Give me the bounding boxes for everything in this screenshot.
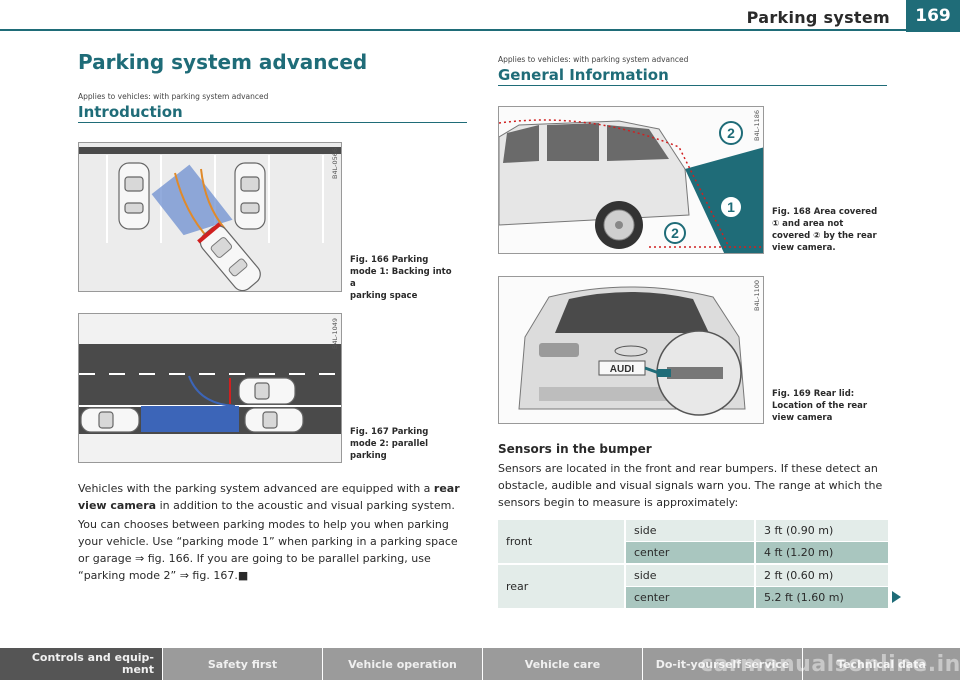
intro-paragraph-2: You can chooses between parking modes to… [78,516,470,584]
figure-168: 2 1 2 [498,106,764,254]
rear-camera-coverage-illustration: 2 1 2 [499,107,763,253]
continue-arrow-icon [892,591,901,603]
rear-lid-camera-illustration: AUDI [499,277,763,423]
intro-paragraph-1: Vehicles with the parking system advance… [78,480,470,514]
header-rule [0,29,906,31]
callout-1: 1 [727,199,735,215]
caption-line: ① and area not [772,219,844,229]
para-line: your vehicle. Use “parking mode 1” when … [78,535,458,548]
figure-169-id: B4L-1100 [753,280,761,311]
table-cell: 4 ft (1.20 m) [754,542,888,563]
para-text: in addition to the acoustic and visual p… [156,499,455,512]
table-cell: center [624,542,754,563]
caption-line: mode 1: Backing into a [350,267,452,289]
applies-note: Applies to vehicles: with parking system… [78,92,269,101]
callout-2: 2 [727,125,735,141]
para-line: obstacle, audible and visual signals war… [498,479,883,492]
license-plate: AUDI [610,364,635,375]
figure-167 [78,313,342,463]
nav-tab-vehicle-care[interactable]: Vehicle care [482,648,642,680]
para-bold: view camera [78,499,157,512]
figure-169-caption: Fig. 169 Rear lid: Location of the rear … [772,388,890,424]
page-number: 169 [906,0,960,32]
figure-166-id: B4L-0566 [331,148,339,179]
para-line: “parking mode 2” ⇒ fig. 167.■ [78,569,249,582]
caption-line: parking [350,451,387,461]
nav-tab-diy-service[interactable]: Do-it-yourself service [642,648,802,680]
sensor-range-table: front side 3 ft (0.90 m) center 4 ft (1.… [498,520,888,608]
caption-line: Fig. 167 Parking [350,427,429,437]
heading-rule [78,122,467,123]
figure-169: AUDI [498,276,764,424]
table-group-cell: front [498,520,624,563]
nav-tab-vehicle-operation[interactable]: Vehicle operation [322,648,482,680]
figure-166-caption: Fig. 166 Parking mode 1: Backing into a … [350,254,460,302]
para-line: sensors begin to measure is approximatel… [498,496,739,509]
para-text: Vehicles with the parking system advance… [78,482,434,495]
parking-mode-2-illustration [79,314,341,462]
page-header-title: Parking system [746,8,890,27]
para-line: or garage ⇒ fig. 166. If you are going t… [78,552,431,565]
table-group-cell: rear [498,565,624,608]
nav-tab-controls[interactable]: Controls and equip- ment [0,648,162,680]
applies-note: Applies to vehicles: with parking system… [498,55,689,64]
sensors-paragraph: Sensors are located in the front and rea… [498,460,898,511]
caption-line: mode 2: parallel [350,439,429,449]
caption-line: covered ② by the rear [772,231,877,241]
nav-tab-safety[interactable]: Safety first [162,648,322,680]
figure-166 [78,142,342,292]
section-title: Parking system advanced [78,50,368,74]
nav-tab-technical-data[interactable]: Technical data [802,648,960,680]
caption-line: Location of the rear [772,401,868,411]
para-line: Sensors are located in the front and rea… [498,462,878,475]
figure-167-id: B4L-1049 [331,318,339,349]
introduction-heading: Introduction [78,103,183,121]
figure-167-caption: Fig. 167 Parking mode 2: parallel parkin… [350,426,460,462]
table-cell: 3 ft (0.90 m) [754,520,888,541]
caption-line: Fig. 169 Rear lid: [772,389,855,399]
caption-line: Fig. 168 Area covered [772,207,878,217]
watermark: carmanualsonline.info [700,652,960,677]
sensors-heading: Sensors in the bumper [498,442,652,456]
callout-2: 2 [671,225,679,241]
para-bold: rear [433,482,460,495]
para-line: You can chooses between parking modes to… [78,518,449,531]
caption-line: Fig. 166 Parking [350,255,429,265]
heading-rule [498,85,887,86]
caption-line: view camera. [772,243,836,253]
parking-mode-1-illustration [79,143,341,291]
table-cell: 2 ft (0.60 m) [754,565,888,586]
caption-line: view camera [772,413,833,423]
table-cell: center [624,587,754,608]
general-information-heading: General Information [498,66,669,84]
caption-line: parking space [350,291,418,301]
figure-168-id: B4L-1186 [753,110,761,141]
table-cell: side [624,565,754,586]
figure-168-caption: Fig. 168 Area covered ① and area not cov… [772,206,890,254]
table-cell: side [624,520,754,541]
table-cell: 5.2 ft (1.60 m) [754,587,888,608]
